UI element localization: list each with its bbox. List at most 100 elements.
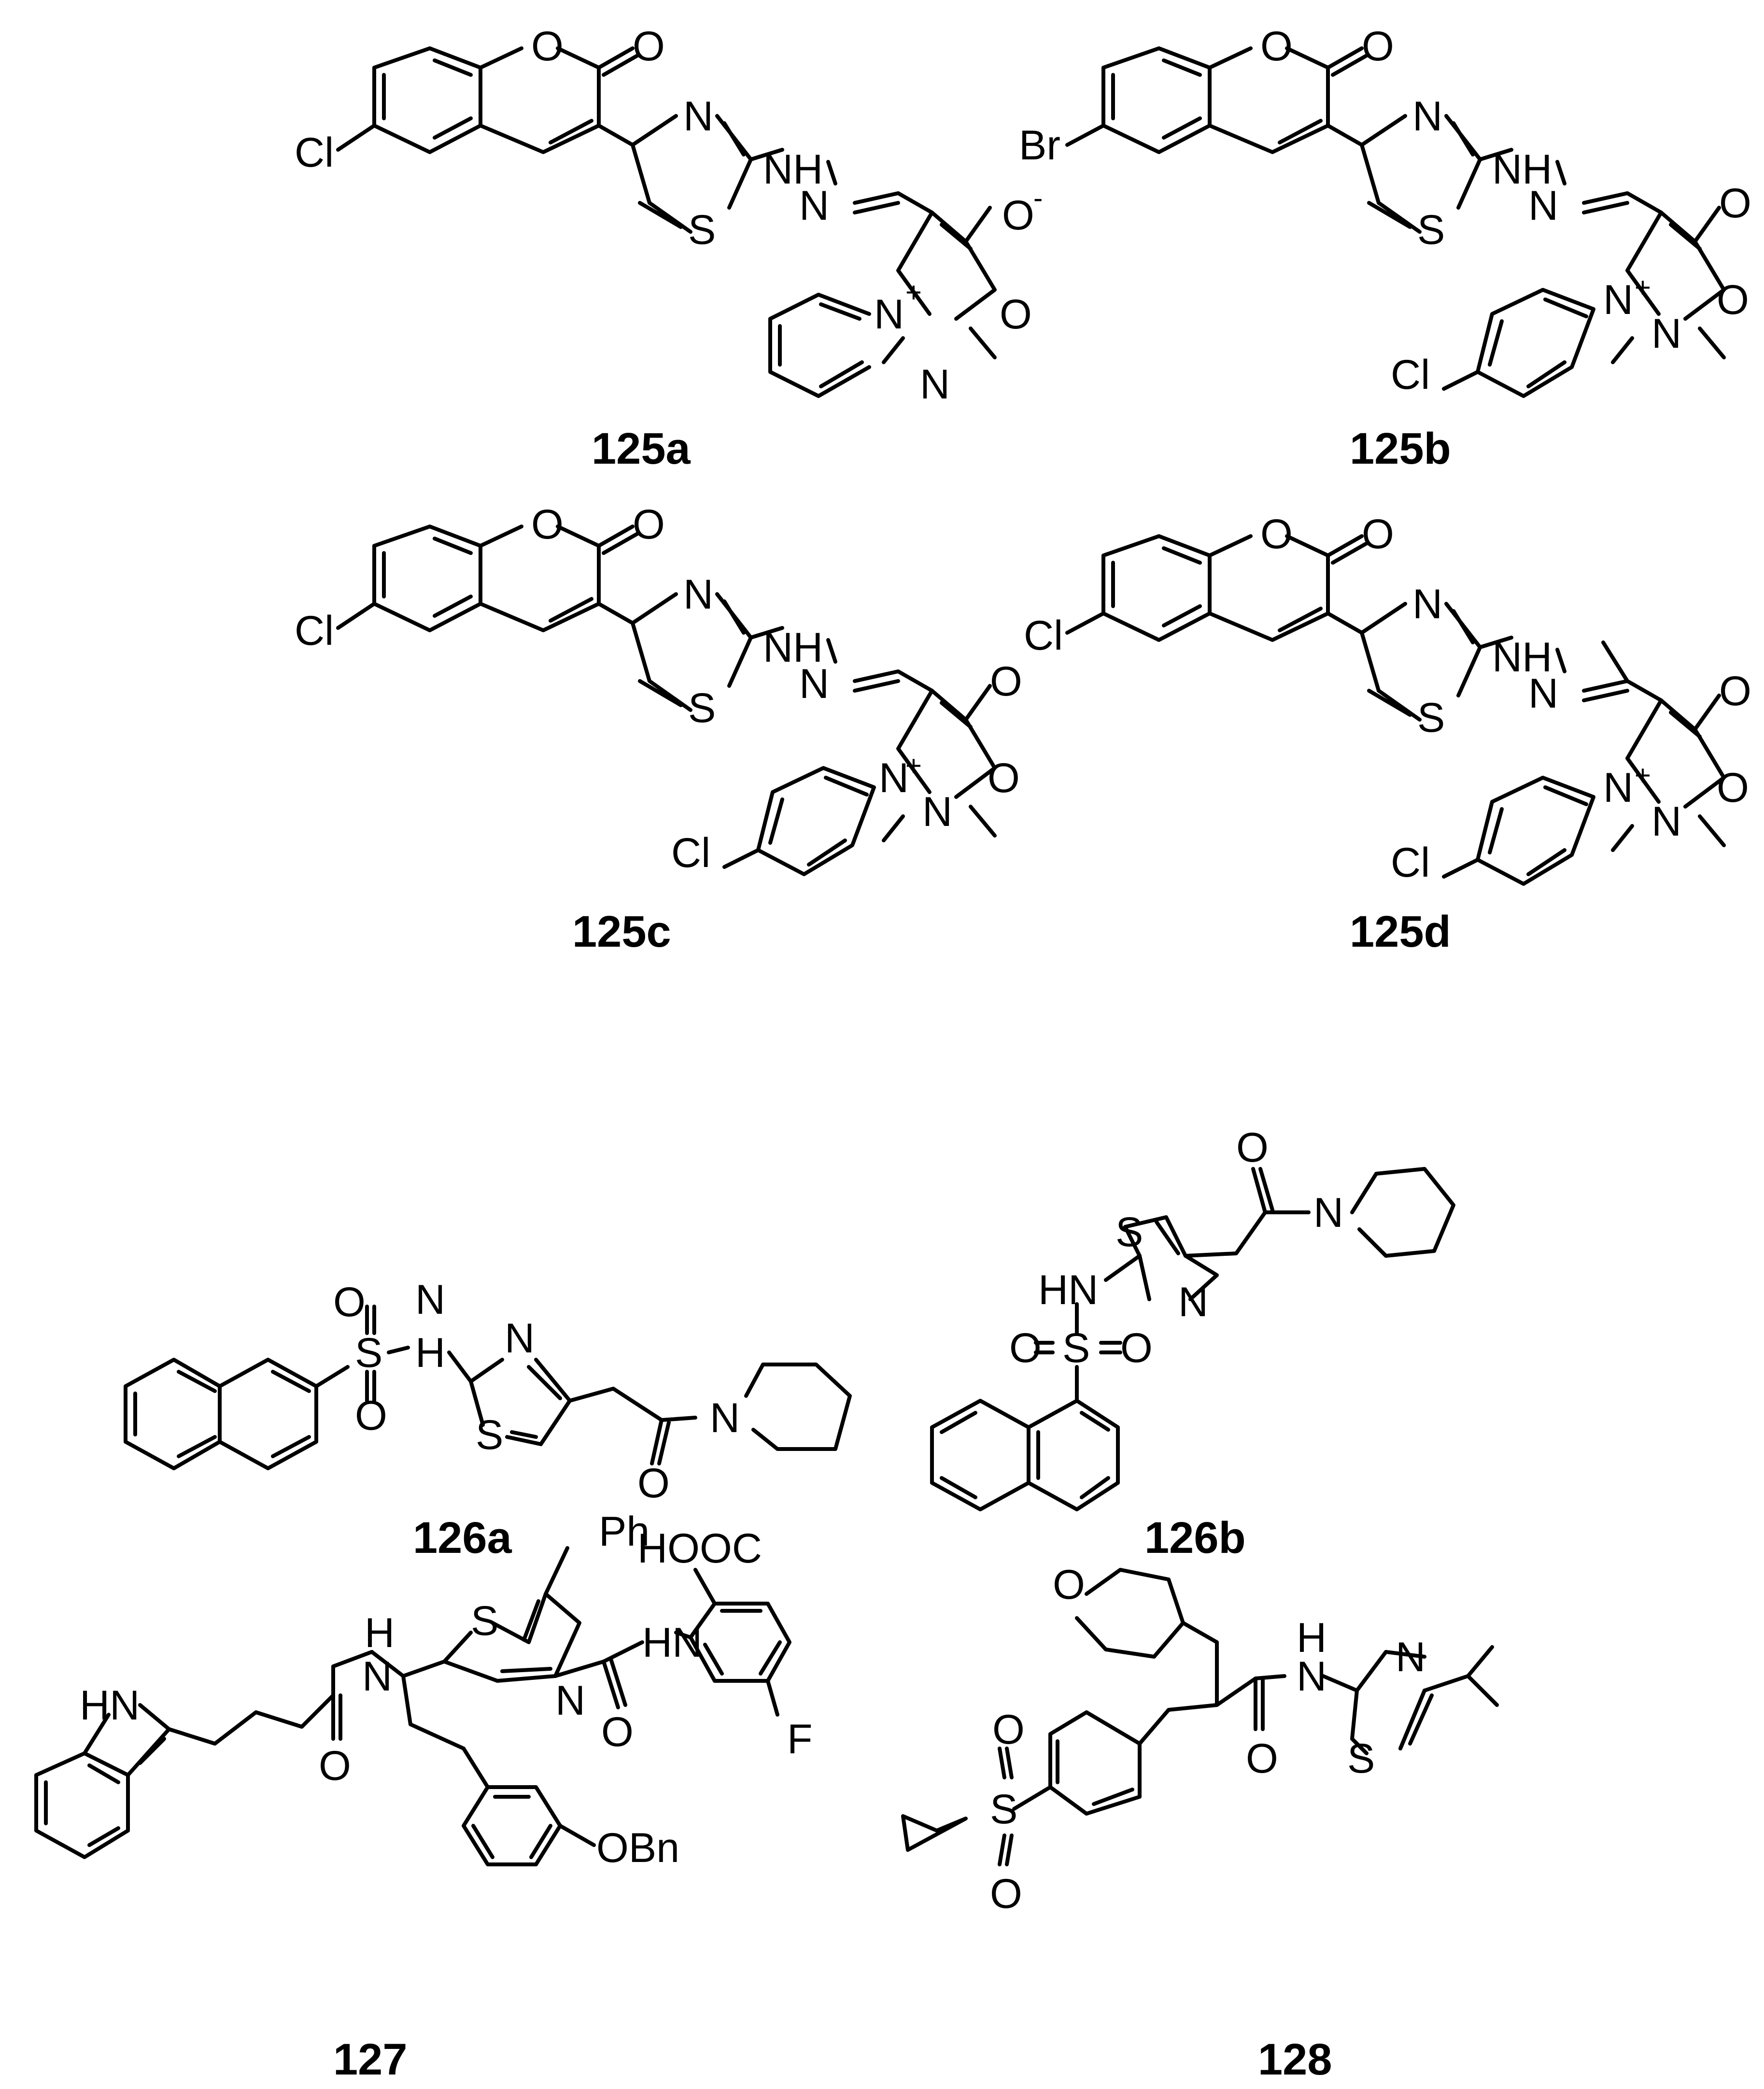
compound-127-atom-label: HN bbox=[642, 1620, 702, 1666]
compound-125b-atom-label: Br bbox=[1019, 122, 1060, 169]
compound-126b-atom-label: O bbox=[1120, 1325, 1153, 1371]
compound-125a: O O Cl N S NH N O N O N + - 125a bbox=[295, 23, 1043, 473]
compound-125c-atom-label: S bbox=[688, 685, 716, 731]
compound-127: HN H N O S N Ph HOOC HN O F OBn 127 bbox=[34, 1508, 813, 2084]
compound-125b-atom-label: O bbox=[1717, 277, 1749, 323]
compound-125b-atom-label: N bbox=[1603, 277, 1633, 323]
compound-125a-atom-label: NH bbox=[763, 146, 823, 193]
compound-125d-charge-label: + bbox=[1635, 760, 1651, 791]
compound-125b-charge-label: + bbox=[1635, 272, 1651, 303]
compound-128-atom-label: N bbox=[1297, 1653, 1327, 1700]
compound-125d-bonds bbox=[1065, 534, 1726, 886]
compound-125b-charge-label: - bbox=[1734, 173, 1743, 204]
compound-125c-atom-label: N bbox=[683, 571, 713, 618]
compound-125d-atom-label: N bbox=[1528, 670, 1558, 717]
compound-126a-atom-label: S bbox=[355, 1330, 382, 1376]
compound-125d-atom-label: Cl bbox=[1391, 839, 1430, 886]
compound-125d-atom-label: O bbox=[1260, 511, 1293, 557]
compound-126b-atom-label: N bbox=[1313, 1190, 1343, 1236]
compound-125d-atom-label: N bbox=[1412, 581, 1442, 627]
compound-125d-atom-label: NH bbox=[1492, 634, 1552, 681]
compound-125a-charge-label: + bbox=[905, 277, 922, 308]
compound-label: 128 bbox=[1258, 2035, 1332, 2084]
compound-125c-atom-label: O bbox=[990, 658, 1022, 705]
compound-127-atom-label: HOOC bbox=[637, 1525, 762, 1572]
compound-label: 126b bbox=[1144, 1513, 1246, 1563]
compound-126b-atom-label: O bbox=[1236, 1124, 1269, 1171]
compound-128-bonds bbox=[901, 1568, 1499, 1866]
compound-125b-atom-label: O bbox=[1260, 23, 1293, 70]
compound-125c-charge-label: + bbox=[905, 750, 922, 782]
compound-126b-atom-label: O bbox=[1009, 1325, 1042, 1371]
compound-125a-atom-label: O bbox=[1000, 291, 1032, 338]
compound-127-atom-label: F bbox=[787, 1716, 813, 1762]
compound-126b-atom-label: HN bbox=[1038, 1267, 1098, 1313]
compound-128-atom-label: S bbox=[1347, 1735, 1375, 1782]
compound-125d-atom-label: N bbox=[1651, 798, 1681, 845]
compound-125c-atom-label: O bbox=[633, 501, 665, 548]
compound-126a-atom-label: S bbox=[476, 1412, 503, 1458]
compound-125d: O O Cl N S NH N O N O N Cl + - 125d bbox=[1024, 511, 1751, 956]
compound-125c: O O Cl N S NH N O N O N Cl + - 125c bbox=[295, 501, 1022, 956]
compound-126a-atom-label: H bbox=[415, 1330, 445, 1376]
compound-128-atom-label: N bbox=[1396, 1634, 1425, 1680]
compound-125b-atom-label: S bbox=[1417, 207, 1445, 253]
compound-127-atom-label: S bbox=[471, 1598, 498, 1644]
compound-127-bonds bbox=[34, 1546, 791, 1866]
compound-125a-atom-label: S bbox=[688, 207, 716, 253]
compound-125d-atom-label: O bbox=[1362, 511, 1394, 557]
compound-125b-atom-label: O bbox=[1362, 23, 1394, 70]
compound-127-atom-label: HN bbox=[80, 1682, 140, 1729]
compound-125c-atom-label: O bbox=[531, 501, 564, 548]
compound-127-atom-label: OBn bbox=[596, 1825, 679, 1871]
compound-125a-atom-label: Cl bbox=[295, 129, 334, 176]
compound-125c-atom-label: Cl bbox=[295, 608, 334, 654]
compound-125c-atom-label: N bbox=[879, 755, 909, 801]
compound-125d-atom-label: S bbox=[1417, 695, 1445, 741]
compound-125d-atom-label: N bbox=[1603, 765, 1633, 811]
compound-125b-atom-label: Cl bbox=[1391, 352, 1430, 398]
compound-125d-atom-label: O bbox=[1719, 668, 1751, 714]
compound-125c-bonds bbox=[336, 525, 997, 876]
compound-125b-atom-label: NH bbox=[1492, 146, 1552, 193]
compound-126b-atom-label: N bbox=[1178, 1279, 1208, 1325]
compound-127-atom-label: Ph bbox=[599, 1508, 649, 1555]
compound-125a-atom-label: N bbox=[799, 183, 829, 229]
compound-125d-atom-label: Cl bbox=[1024, 612, 1063, 659]
compound-125c-atom-label: NH bbox=[763, 625, 823, 671]
compound-127-atom-label: N bbox=[362, 1653, 392, 1700]
compound-128-atom-label: H bbox=[1297, 1615, 1327, 1661]
compound-127-atom-label: N bbox=[555, 1677, 585, 1724]
compound-125a-atom-label: N bbox=[683, 93, 713, 140]
compound-125b-bonds bbox=[1065, 46, 1726, 398]
compound-label: 125d bbox=[1350, 907, 1451, 956]
compound-126a-atom-label: N bbox=[710, 1395, 740, 1441]
compound-125c-atom-label: N bbox=[799, 661, 829, 707]
compound-label: 127 bbox=[333, 2035, 408, 2084]
compound-label: 125a bbox=[592, 424, 691, 473]
compound-128: O O S O H N O N S 128 bbox=[901, 1562, 1499, 2084]
compound-125a-bonds bbox=[336, 46, 997, 398]
compound-125a-atom-label: O bbox=[531, 23, 564, 70]
compound-126a-atom-label: N bbox=[505, 1315, 535, 1362]
compound-128-atom-label: S bbox=[990, 1786, 1017, 1833]
compound-126a-atom-label: O bbox=[333, 1279, 366, 1325]
compound-128-atom-label: O bbox=[1053, 1562, 1085, 1608]
compound-126a-atom-label: O bbox=[355, 1393, 387, 1439]
compound-125b-atom-label: O bbox=[1719, 180, 1751, 227]
compound-125a-atom-label: N bbox=[874, 291, 904, 338]
compound-125c-atom-label: Cl bbox=[671, 830, 710, 876]
compound-128-atom-label: O bbox=[992, 1706, 1025, 1753]
compound-128-atom-label: O bbox=[990, 1871, 1022, 1917]
compound-label: 125c bbox=[572, 907, 671, 956]
compound-125b-atom-label: N bbox=[1528, 183, 1558, 229]
compound-label: 125b bbox=[1350, 424, 1451, 473]
compound-126a-bonds bbox=[124, 1305, 852, 1470]
compound-127-atom-label: H bbox=[365, 1610, 395, 1656]
compound-127-atom-label: O bbox=[601, 1709, 634, 1755]
compound-label: 126a bbox=[413, 1513, 512, 1563]
compound-125a-atom-label: O bbox=[1002, 192, 1034, 239]
compound-125a-atom-label: N bbox=[920, 361, 950, 408]
compound-128-atom-label: O bbox=[1246, 1735, 1278, 1782]
